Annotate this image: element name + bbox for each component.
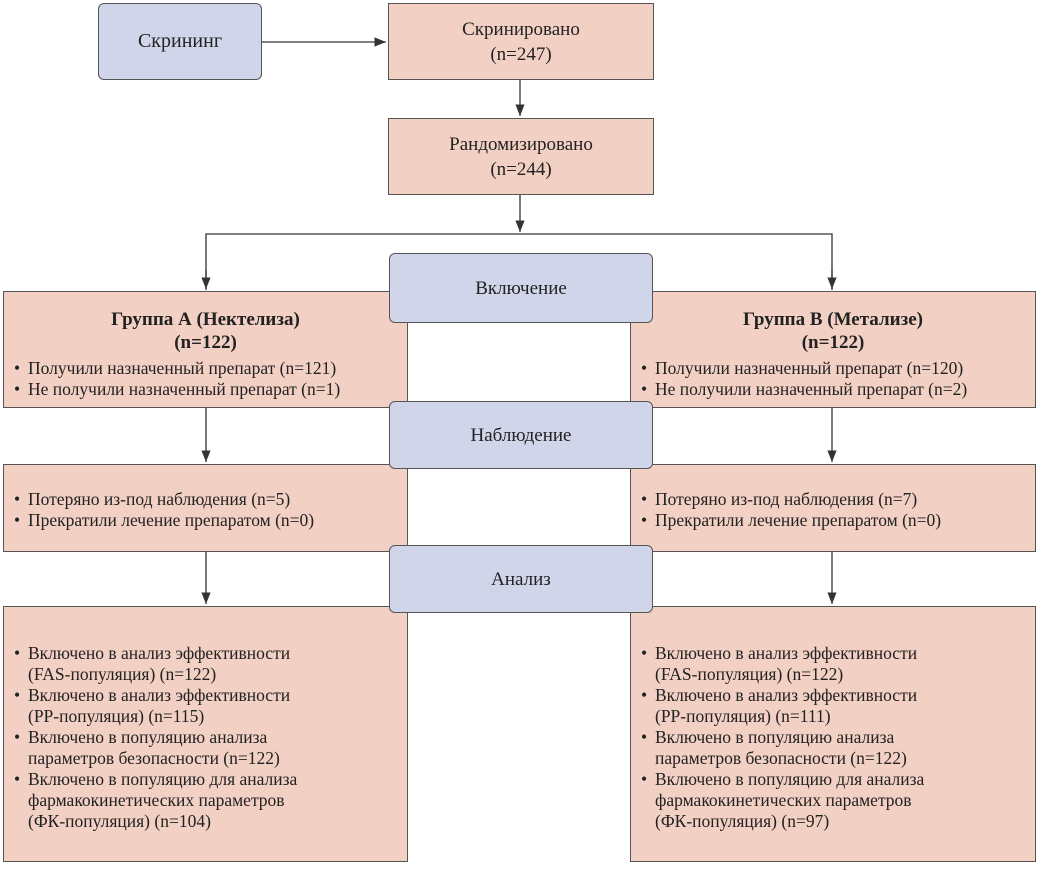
group-a-analysis-item: Включено в популяцию для анализа фармако… [4,769,407,832]
group-a-inclusion-box: Группа А (Нектелиза) (n=122) Получили на… [3,291,408,408]
group-b-analysis-item: Включено в анализ эффективности (PP-попу… [631,685,1035,727]
group-a-observation-item: Потеряно из-под наблюдения (n=5) [4,489,407,510]
group-a-analysis-item: Включено в анализ эффективности (FAS-поп… [4,643,407,685]
group-b-title: Группа В (Метализе) [743,309,923,330]
group-b-observation-box: Потеряно из-под наблюдения (n=7) Прекрат… [630,464,1036,552]
stage-inclusion-box: Включение [389,253,653,323]
screened-box: Скринировано (n=247) [388,3,654,80]
group-b-inclusion-item: Не получили назначенный препарат (n=2) [631,379,1035,400]
group-a-analysis-item: Включено в анализ эффективности (PP-попу… [4,685,407,727]
group-b-analysis-item: Включено в популяцию для анализа фармако… [631,769,1035,832]
group-a-inclusion-item: Получили назначенный препарат (n=121) [4,358,407,379]
group-a-inclusion-item: Не получили назначенный препарат (n=1) [4,379,407,400]
group-a-title: Группа А (Нектелиза) [111,309,300,330]
group-a-observation-item: Прекратили лечение препаратом (n=0) [4,510,407,531]
group-b-count: (n=122) [801,332,865,353]
randomized-count: (n=244) [490,158,552,180]
stage-observation-label: Наблюдение [470,424,572,446]
group-a-observation-box: Потеряно из-под наблюдения (n=5) Прекрат… [3,464,408,552]
stage-inclusion-label: Включение [475,277,567,299]
group-b-analysis-box: Включено в анализ эффективности (FAS-поп… [630,606,1036,862]
screening-box: Скрининг [98,3,262,80]
group-a-analysis-box: Включено в анализ эффективности (FAS-поп… [3,606,408,862]
randomized-box: Рандомизировано (n=244) [388,118,654,195]
group-b-inclusion-box: Группа В (Метализе) (n=122) Получили наз… [630,291,1036,408]
screened-title: Скринировано [462,18,580,40]
stage-analysis-label: Анализ [491,568,551,590]
group-a-count: (n=122) [174,332,237,353]
group-b-analysis-item: Включено в анализ эффективности (FAS-поп… [631,643,1035,685]
randomized-title: Рандомизировано [449,133,593,155]
arrow-split-line [205,233,833,290]
group-b-analysis-item: Включено в популяцию анализа параметров … [631,727,1035,769]
screening-label: Скрининг [137,30,223,52]
group-a-analysis-item: Включено в популяцию анализа параметров … [4,727,407,769]
group-b-observation-item: Прекратили лечение препаратом (n=0) [631,510,1035,531]
screened-count: (n=247) [490,43,552,65]
group-b-observation-item: Потеряно из-под наблюдения (n=7) [631,489,1035,510]
stage-observation-box: Наблюдение [389,401,653,469]
stage-analysis-box: Анализ [389,545,653,613]
group-b-inclusion-item: Получили назначенный препарат (n=120) [631,358,1035,379]
